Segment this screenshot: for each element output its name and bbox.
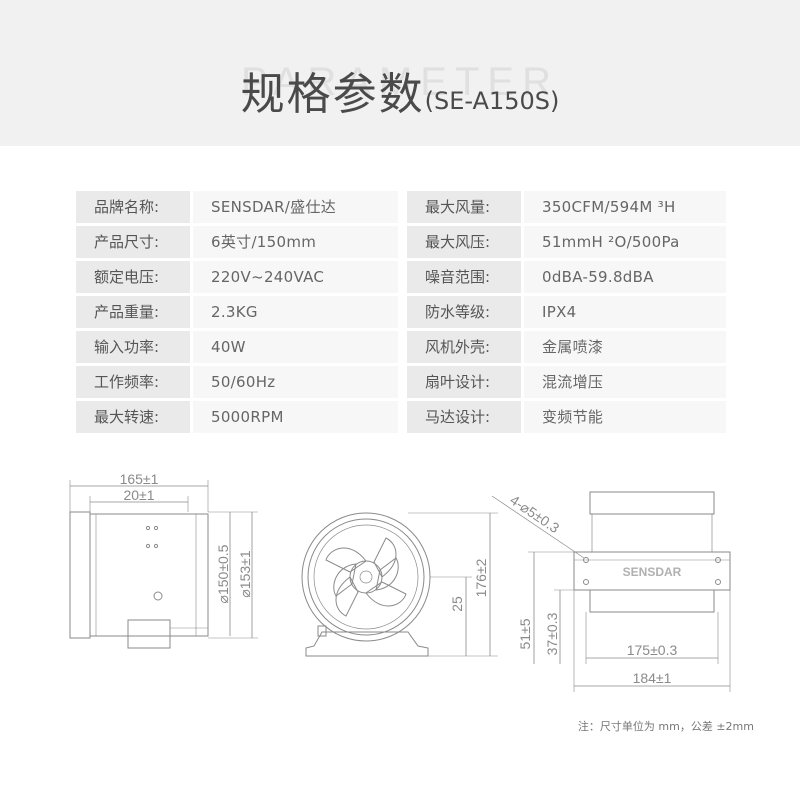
- spec-value: 变频节能: [524, 401, 726, 433]
- spec-value: 51mmH ²O/500Pa: [524, 226, 726, 258]
- spec-value: 5000RPM: [193, 401, 398, 433]
- title-model: (SE-A150S): [424, 87, 560, 115]
- spec-value: 金属喷漆: [524, 331, 726, 363]
- spec-label: 最大风压:: [407, 226, 521, 258]
- dim-length-total: 165±1: [120, 471, 159, 487]
- spec-row: 品牌名称: SENSDAR/盛仕达 最大风量: 350CFM/594M ³H: [76, 191, 726, 223]
- dim-holes: 4-⌀5±0.3: [507, 492, 562, 537]
- spec-row: 输入功率: 40W 风机外壳: 金属喷漆: [76, 331, 726, 363]
- spec-table: 品牌名称: SENSDAR/盛仕达 最大风量: 350CFM/594M ³H 产…: [76, 191, 726, 436]
- brand-mark-on-drawing: SENSDAR: [623, 565, 682, 579]
- spec-value: IPX4: [524, 296, 726, 328]
- spec-row: 产品尺寸: 6英寸/150mm 最大风压: 51mmH ²O/500Pa: [76, 226, 726, 258]
- spec-value: 40W: [193, 331, 398, 363]
- spec-value: 350CFM/594M ³H: [524, 191, 726, 223]
- side-view-drawing: [69, 480, 258, 649]
- spec-label: 品牌名称:: [76, 191, 190, 223]
- spec-value: 2.3KG: [193, 296, 398, 328]
- spec-label: 马达设计:: [407, 401, 521, 433]
- spec-value: 220V~240VAC: [193, 261, 398, 293]
- spec-value: 混流增压: [524, 366, 726, 398]
- title-main: 规格参数: [240, 69, 425, 120]
- dim-base-hole-spacing: 175±0.3: [627, 642, 678, 658]
- dim-dia-inner: ⌀150±0.5: [215, 544, 231, 603]
- dim-base-length: 184±1: [633, 670, 672, 686]
- header-watermark: PARAMETER: [241, 60, 559, 104]
- spec-label: 风机外壳:: [407, 331, 521, 363]
- dim-base-thickness: 37±0.3: [544, 612, 560, 655]
- spec-label: 输入功率:: [76, 331, 190, 363]
- spec-value: 6英寸/150mm: [193, 226, 398, 258]
- spec-label: 最大转速:: [76, 401, 190, 433]
- dim-dia-outer: ⌀153±1: [237, 550, 253, 597]
- spec-label: 扇叶设计:: [407, 366, 521, 398]
- spec-value: 0dBA-59.8dBA: [524, 261, 726, 293]
- spec-value: SENSDAR/盛仕达: [193, 191, 398, 223]
- spec-row: 工作频率: 50/60Hz 扇叶设计: 混流增压: [76, 366, 726, 398]
- dim-base-offset: 25: [449, 596, 465, 612]
- spec-label: 最大风量:: [407, 191, 521, 223]
- spec-label: 噪音范围:: [407, 261, 521, 293]
- front-view-drawing: [301, 512, 498, 657]
- spec-value: 50/60Hz: [193, 366, 398, 398]
- spec-row: 最大转速: 5000RPM 马达设计: 变频节能: [76, 401, 726, 433]
- spec-label: 产品重量:: [76, 296, 190, 328]
- header-band: PARAMETER 规格参数(SE-A150S): [0, 0, 800, 146]
- spec-row: 额定电压: 220V~240VAC 噪音范围: 0dBA-59.8dBA: [76, 261, 726, 293]
- spec-label: 工作频率:: [76, 366, 190, 398]
- dim-flange: 20±1: [123, 487, 154, 503]
- spec-label: 产品尺寸:: [76, 226, 190, 258]
- dim-base-height: 51±5: [517, 618, 533, 649]
- base-view-drawing: [491, 491, 731, 692]
- page-title: 规格参数(SE-A150S): [0, 58, 800, 122]
- spec-label: 防水等级:: [407, 296, 521, 328]
- spec-row: 产品重量: 2.3KG 防水等级: IPX4: [76, 296, 726, 328]
- spec-label: 额定电压:: [76, 261, 190, 293]
- technical-drawings: 165±1 20±1 ⌀150±0.5 ⌀153±1 25 176±2 4-⌀5…: [69, 471, 731, 692]
- dim-height-total: 176±2: [473, 558, 489, 597]
- footnote: 注：尺寸单位为 mm，公差 ±2mm: [577, 720, 754, 733]
